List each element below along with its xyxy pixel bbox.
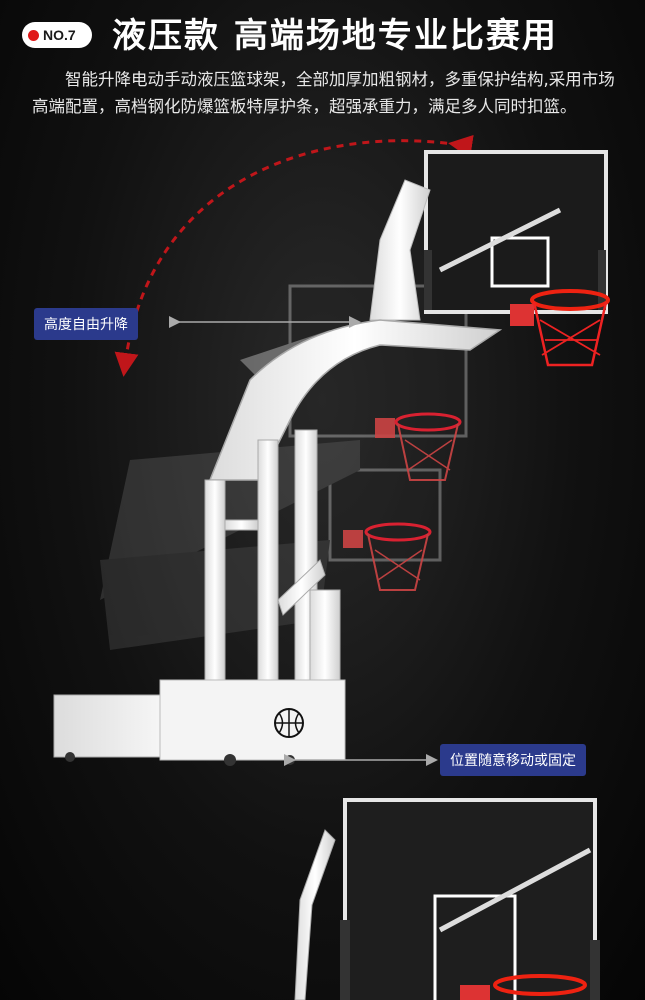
move-fix-tag: 位置随意移动或固定 [440,744,586,776]
badge-label: NO.7 [43,27,76,43]
boom-arm [208,319,503,481]
height-adjust-tag: 高度自由升降 [34,308,138,340]
number-badge: NO.7 [22,22,92,48]
ghost-hoop-low [343,522,432,591]
ghost-hoop-mid [375,412,462,481]
page-title: 液压款 高端场地专业比赛用 [112,16,558,56]
second-stand-preview [294,798,600,1000]
red-dot-icon [28,29,39,41]
description: 智能升降电动手动液压篮球架，全部加厚加粗钢材，多重保护结构,采用市场高端配置，高… [32,70,615,116]
basketball-logo-icon [274,708,304,738]
hoop-main [510,289,610,367]
stand-frame [204,429,341,681]
lift-arc-arrow [114,134,474,377]
